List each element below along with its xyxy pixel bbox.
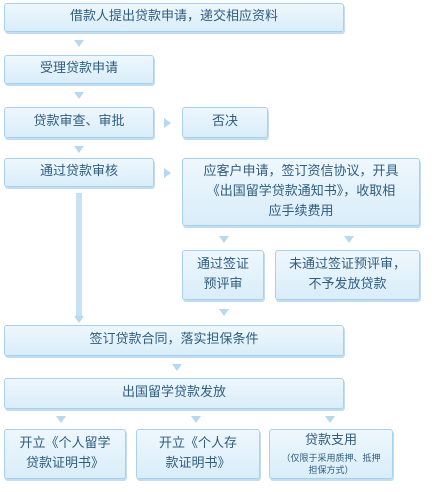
- step-pass-visa-label: 通过签证 预评审: [196, 256, 249, 292]
- step-review-label: 贷款审查、审批: [33, 114, 125, 130]
- step-pass-review-label: 通过贷款审核: [39, 164, 118, 180]
- arrow-down-1: [74, 40, 84, 47]
- step-loan-payout: 贷款支用 （仅限于采用质押、抵押 担保方式）: [269, 429, 393, 479]
- connector-bar: [76, 193, 82, 316]
- arrow-down-payout: [325, 416, 335, 423]
- arrow-down-visa-pass: [219, 236, 229, 243]
- arrow-down-pass-visa: [219, 309, 229, 316]
- arrow-down-cert-deposit: [191, 416, 201, 423]
- arrow-down-visa-fail: [344, 236, 354, 243]
- step-loan-payout-note: （仅限于采用质押、抵押 担保方式）: [281, 453, 381, 477]
- arrow-down-cert-study: [56, 416, 66, 423]
- arrow-right-customer: [164, 168, 171, 178]
- step-loan-payout-label: 贷款支用: [304, 432, 357, 448]
- step-customer-apply-label: 应客户申请，签订资信协议，开具 《出国留学贷款通知书》，收取相 应手续费用: [203, 163, 399, 220]
- arrow-down-2: [74, 92, 84, 99]
- step-accept: 受理贷款申请: [4, 55, 154, 84]
- step-pass-visa: 通过签证 预评审: [182, 250, 264, 300]
- step-apply-label: 借款人提出贷款申请，递交相应资料: [69, 9, 278, 25]
- step-sign-contract-label: 签订贷款合同，落实担保条件: [89, 332, 259, 348]
- step-sign-contract: 签订贷款合同，落实担保条件: [4, 325, 344, 356]
- step-review: 贷款审查、审批: [4, 107, 154, 138]
- arrow-down-6: [172, 364, 182, 371]
- step-cert-personal-deposit: 开立《个人存 款证明书》: [136, 429, 260, 479]
- step-cert-personal-study: 开立《个人留学 贷款证明书》: [4, 429, 126, 479]
- arrow-down-3: [74, 146, 84, 153]
- step-disburse-label: 出国留学贷款发放: [121, 385, 226, 401]
- step-fail-visa: 未通过签证预评审， 不予发放贷款: [275, 250, 420, 300]
- step-cert-personal-deposit-label: 开立《个人存 款证明书》: [158, 435, 237, 471]
- arrow-down-connector: [74, 316, 84, 323]
- step-customer-apply: 应客户申请，签订资信协议，开具 《出国留学贷款通知书》，收取相 应手续费用: [182, 158, 420, 226]
- step-accept-label: 受理贷款申请: [39, 61, 118, 77]
- step-fail-visa-label: 未通过签证预评审， 不予发放贷款: [288, 256, 406, 292]
- step-pass-review: 通过贷款审核: [4, 158, 154, 187]
- step-apply: 借款人提出贷款申请，递交相应资料: [4, 3, 344, 32]
- step-reject-label: 否决: [211, 114, 238, 130]
- step-reject: 否决: [182, 107, 268, 138]
- arrow-right-reject: [164, 118, 171, 128]
- step-disburse: 出国留学贷款发放: [4, 378, 344, 409]
- step-cert-personal-study-label: 开立《个人留学 贷款证明书》: [19, 435, 111, 471]
